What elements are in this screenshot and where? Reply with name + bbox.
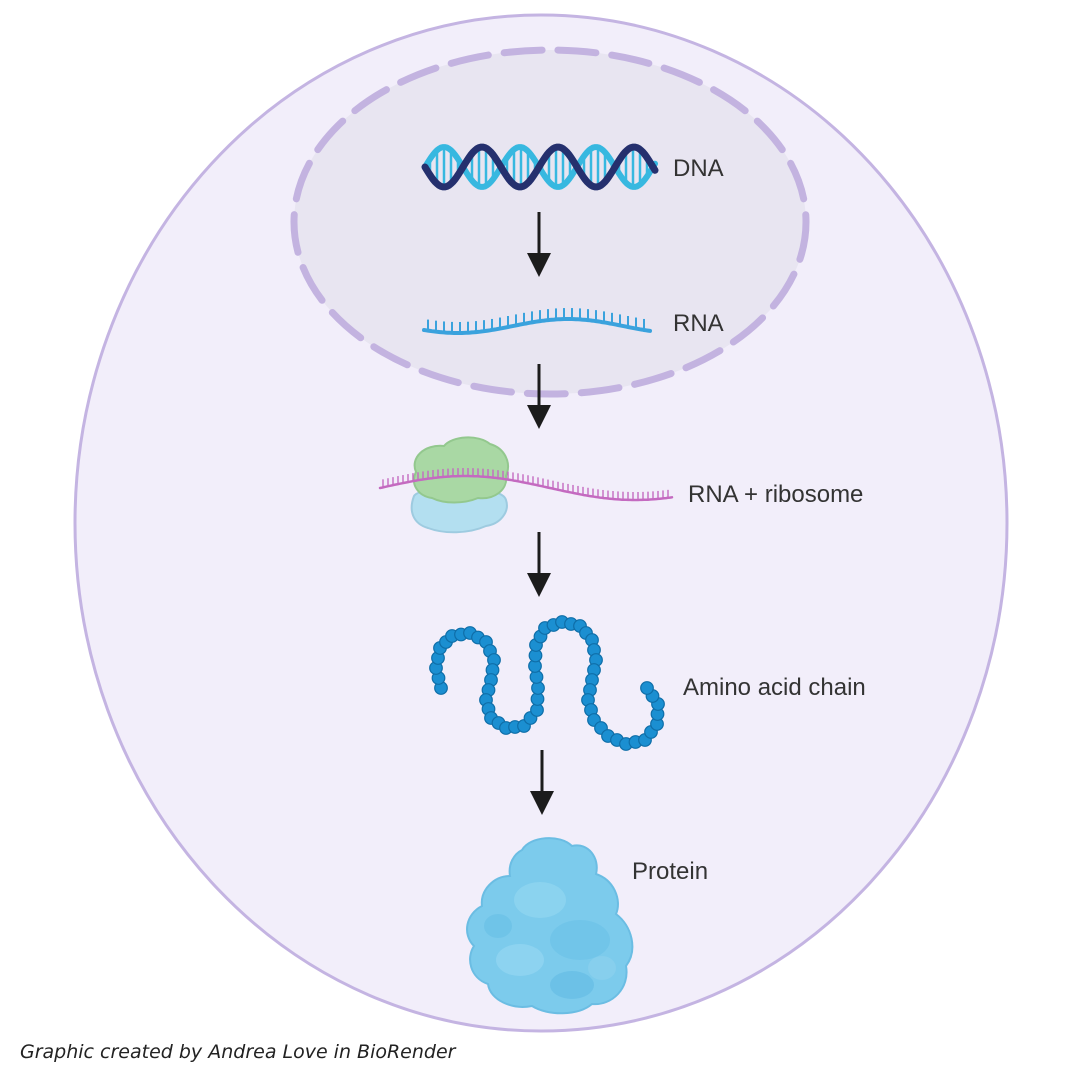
protein-icon: [466, 837, 634, 1015]
label-rna: RNA: [673, 310, 724, 337]
dna-strand-dark: [421, 143, 659, 191]
mrna-strand-icon: [378, 468, 674, 502]
dna-double-helix-icon: [421, 143, 659, 191]
rna-strand-icon: [422, 308, 652, 335]
amino-acid-bead: [640, 681, 654, 695]
ribosome-icon: [410, 436, 509, 534]
label-dna: DNA: [673, 155, 724, 182]
nuclear-envelope: [290, 46, 810, 398]
label-rna-ribosome: RNA + ribosome: [688, 481, 863, 508]
ribosome-large-subunit: [413, 436, 509, 504]
label-protein: Protein: [632, 858, 708, 885]
amino-acid-chain-icon: [429, 615, 665, 751]
mrna-backbone: [378, 474, 674, 502]
label-amino-acid-chain: Amino acid chain: [683, 674, 866, 701]
rna-backbone: [422, 317, 652, 335]
credit-caption: Graphic created by Andrea Love in BioRen…: [20, 1041, 456, 1063]
nucleus: [294, 50, 806, 394]
